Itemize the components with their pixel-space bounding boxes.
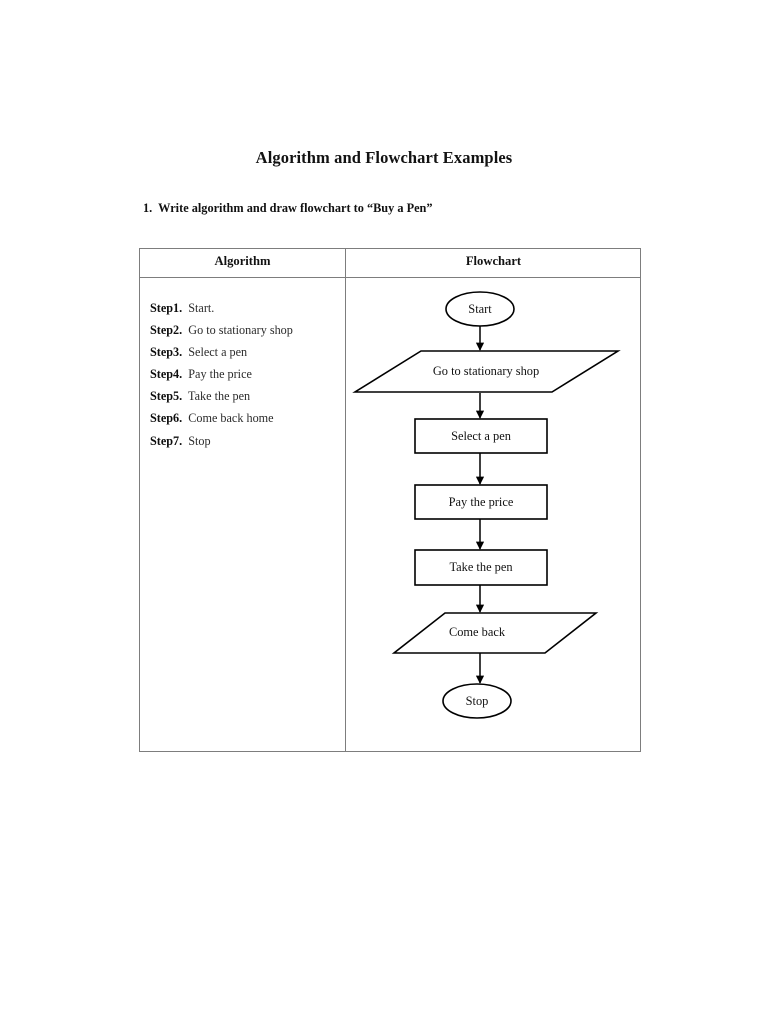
step-label: Step4. [150, 367, 183, 382]
flowchart-node-go-shop-shape [352, 350, 621, 393]
step-label: Step7. [150, 433, 183, 448]
list-item: Step5. Take the pen [150, 385, 345, 407]
flowchart-node-select-pen-shape [414, 418, 548, 454]
comparison-table: Algorithm Flowchart Step1. Start. Step2.… [139, 248, 641, 752]
step-description: Come back home [188, 411, 274, 426]
step-label: Step5. [150, 389, 183, 404]
flowchart-node-take-pen-label: Take the pen [449, 560, 512, 574]
step-description: Go to stationary shop [188, 323, 293, 338]
step-description: Pay the price [188, 367, 252, 382]
flowchart-node-take-pen-shape [414, 549, 548, 586]
step-label: Step2. [150, 323, 183, 338]
list-item: Step7. Stop [150, 430, 345, 452]
flowchart-diagram: Start Go to stationary shop Select a pen… [346, 249, 641, 751]
question-heading: 1. Write algorithm and draw flowchart to… [143, 201, 433, 215]
step-description: Take the pen [188, 389, 251, 404]
flowchart-node-pay-price-label: Pay the price [449, 495, 514, 509]
flowchart-node-start-label: Start [468, 302, 492, 316]
step-label: Step1. [150, 301, 183, 315]
list-item: Step4. Pay the price [150, 363, 345, 385]
column-divider [345, 249, 346, 751]
flowchart-svg: Start Go to stationary shop Select a pen… [352, 291, 621, 719]
flowchart-node-pay-price-shape [414, 484, 548, 520]
flowchart-node-stop-shape [442, 683, 512, 719]
column-header-algorithm: Algorithm [214, 254, 271, 268]
table-header-row: Algorithm Flowchart [140, 249, 640, 278]
list-item: Step1. Start. [150, 297, 345, 319]
column-header-flowchart: Flowchart [465, 254, 522, 268]
step-description: Stop [188, 433, 211, 448]
algorithm-steps-list: Step1. Start. Step2. Go to stationary sh… [150, 297, 345, 452]
list-item: Step6. Come back home [150, 407, 345, 429]
step-description: Select a pen [188, 345, 248, 360]
flowchart-node-come-back-shape [391, 612, 599, 654]
page-title: Algorithm and Flowchart Examples [255, 148, 513, 167]
step-label: Step6. [150, 411, 183, 426]
flowchart-node-select-pen-label: Select a pen [451, 429, 511, 443]
flowchart-node-come-back-label: Come back [449, 625, 506, 639]
flowchart-node-start-shape [445, 291, 515, 327]
step-description: Start. [188, 301, 215, 315]
step-label: Step3. [150, 345, 183, 360]
flowchart-node-stop-label: Stop [466, 694, 489, 708]
list-item: Step2. Go to stationary shop [150, 319, 345, 341]
flowchart-node-go-shop-label: Go to stationary shop [433, 364, 539, 378]
list-item: Step3. Select a pen [150, 341, 345, 363]
